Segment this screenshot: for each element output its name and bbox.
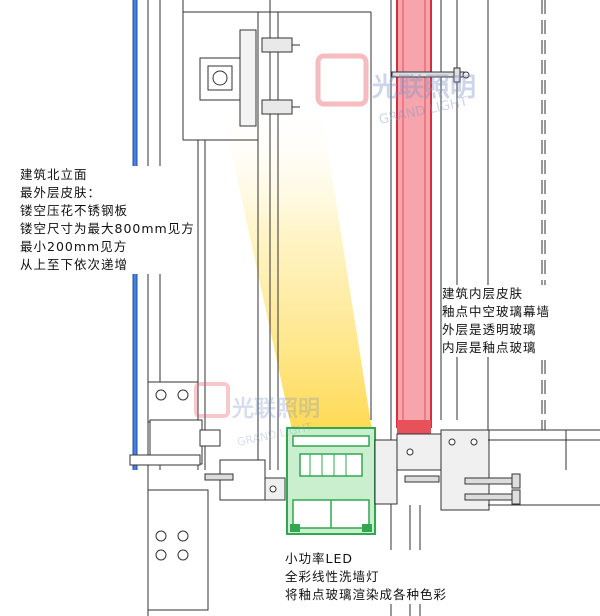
annotation-line: 小功率LED [285,550,448,568]
annotation-outer-skin: 建筑北立面 最外层皮肤： 镂空压花不锈钢板 镂空尺寸为最大800mm见方 最小2… [20,166,195,274]
annotation-inner-skin: 建筑内层皮肤 釉点中空玻璃幕墙 外层是透明玻璃 内层是釉点玻璃 [442,285,551,357]
annotation-line: 外层是透明玻璃 [442,321,551,339]
annotation-line: 最小200mm见方 [20,238,195,256]
glazing-panel [396,0,432,434]
glass-anchor-screw [391,67,470,83]
screw-group-right [404,473,521,505]
annotation-line: 镂空尺寸为最大800mm见方 [20,220,195,238]
led-fixture [286,427,376,535]
annotation-line: 内层是釉点玻璃 [442,339,551,357]
annotation-led: 小功率LED 全彩线性洗墙灯 将釉点玻璃渲染成各种色彩 [285,550,448,604]
annotation-line: 全彩线性洗墙灯 [285,568,448,586]
annotation-line: 从上至下依次递增 [20,256,195,274]
top-bracket [199,29,300,127]
annotation-line: 建筑内层皮肤 [442,285,551,303]
annotation-line: 最外层皮肤： [20,184,195,202]
annotation-line: 将釉点玻璃渲染成各种色彩 [285,586,448,604]
bolt-heads [155,389,478,561]
svg-text:光联照明: 光联照明 [371,73,476,103]
annotation-line: 釉点中空玻璃幕墙 [442,303,551,321]
svg-text:光联照明: 光联照明 [231,397,320,422]
annotation-line: 镂空压花不锈钢板 [20,202,195,220]
left-bottom-bracket [129,381,234,611]
annotation-line: 建筑北立面 [20,166,195,184]
light-beam [220,100,372,430]
